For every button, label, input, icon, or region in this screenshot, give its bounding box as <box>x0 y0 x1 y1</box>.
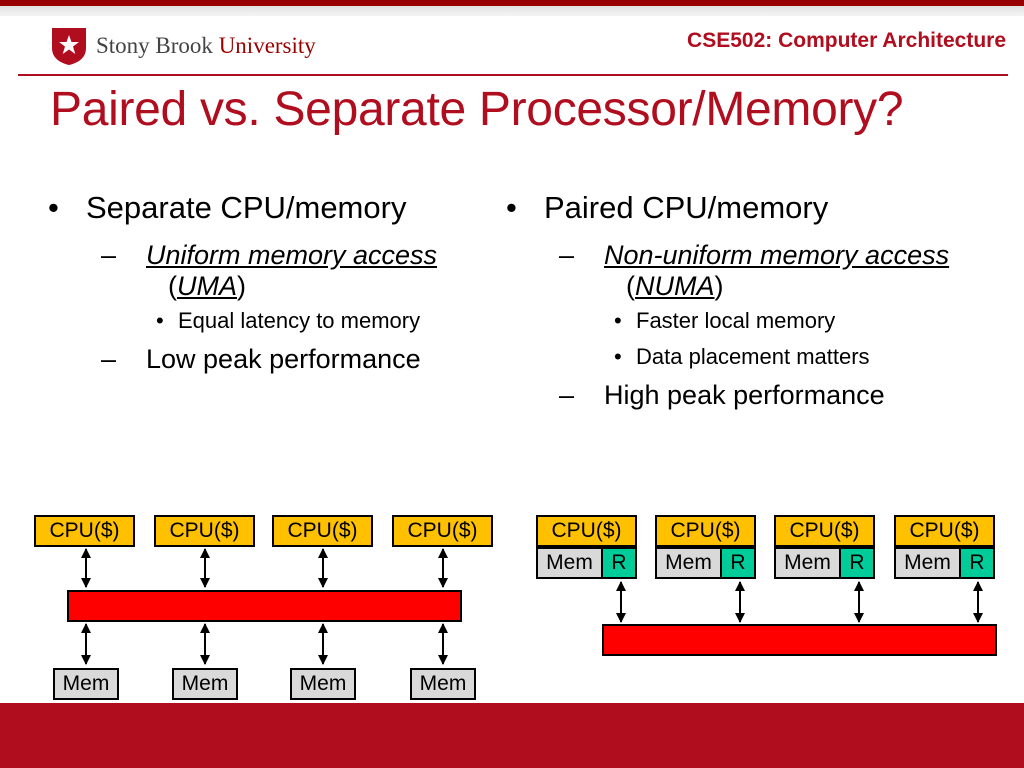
university-seal-icon <box>52 28 86 65</box>
bullet-glyph: • <box>48 190 59 225</box>
bullet-text: Low peak performance <box>146 344 421 374</box>
numa-mem-2: Mem <box>655 547 722 579</box>
sub-sub-bullet-data-placement: • Data placement matters <box>614 344 1006 370</box>
bullet-glyph: • <box>506 190 517 225</box>
sub-bullet-high-peak: – High peak performance <box>559 380 1006 411</box>
uma-mem-3: Mem <box>290 668 356 700</box>
dash-glyph: – <box>101 240 117 270</box>
university-name-part2: University <box>218 33 316 58</box>
numa-interconnect-bus <box>602 624 997 656</box>
uma-cpu-2: CPU($) <box>154 515 255 547</box>
dash-glyph: – <box>559 240 575 270</box>
numa-router-2: R <box>720 547 756 579</box>
uma-shared-bus <box>67 590 462 622</box>
bullet-text: Separate CPU/memory <box>86 190 407 225</box>
bullet-text: Paired CPU/memory <box>544 190 829 225</box>
top-accent-stripe <box>0 0 1024 6</box>
bullet-glyph: • <box>156 308 164 333</box>
numa-cpu-1: CPU($) <box>536 515 637 547</box>
uma-mem-1: Mem <box>53 668 119 700</box>
university-wordmark: Stony Brook University <box>96 33 316 59</box>
bullet-paired-cpu-memory: • Paired CPU/memory <box>506 190 1006 226</box>
sub-sub-bullet-equal-latency: • Equal latency to memory <box>156 308 488 334</box>
bullet-glyph: • <box>614 344 622 369</box>
uma-abbr: UMA <box>177 271 237 301</box>
numa-cpu-3: CPU($) <box>774 515 875 547</box>
bullet-text: Equal latency to memory <box>178 308 421 333</box>
numa-term: Non-uniform memory access <box>604 240 950 270</box>
uma-mem-2: Mem <box>172 668 238 700</box>
dash-glyph: – <box>101 344 117 374</box>
numa-paren-close: ) <box>714 271 724 301</box>
uma-cpu-3: CPU($) <box>272 515 373 547</box>
numa-router-1: R <box>601 547 637 579</box>
bullet-separate-cpu-memory: • Separate CPU/memory <box>48 190 488 226</box>
uma-paren-open: ( <box>168 271 177 301</box>
sub-bullet-uma: – Uniform memory access (UMA) <box>101 240 488 302</box>
numa-mem-3: Mem <box>774 547 841 579</box>
numa-cpu-4: CPU($) <box>894 515 995 547</box>
uma-term: Uniform memory access <box>146 240 438 270</box>
bullet-text: Faster local memory <box>636 308 836 333</box>
uma-cpu-4: CPU($) <box>392 515 493 547</box>
course-label: CSE502: Computer Architecture <box>687 29 1006 52</box>
bullet-text: Data placement matters <box>636 344 870 369</box>
bullet-text: High peak performance <box>604 380 885 410</box>
left-bullet-list: • Separate CPU/memory – Uniform memory a… <box>48 190 488 375</box>
footer-bar <box>0 703 1024 768</box>
numa-cpu-2: CPU($) <box>655 515 756 547</box>
sub-bullet-low-peak: – Low peak performance <box>101 344 488 375</box>
numa-router-3: R <box>839 547 875 579</box>
slide-title: Paired vs. Separate Processor/Memory? <box>50 83 904 136</box>
numa-paren-open: ( <box>626 271 635 301</box>
uma-paren-close: ) <box>237 271 246 301</box>
uma-mem-4: Mem <box>410 668 476 700</box>
sub-bullet-numa: – Non-uniform memory access (NUMA) <box>559 240 1006 302</box>
uma-cpu-1: CPU($) <box>34 515 135 547</box>
numa-mem-4: Mem <box>894 547 961 579</box>
right-bullet-list: • Paired CPU/memory – Non-uniform memory… <box>506 190 1006 411</box>
numa-mem-1: Mem <box>536 547 603 579</box>
sub-sub-bullet-faster-local: • Faster local memory <box>614 308 1006 334</box>
university-name-part1: Stony Brook <box>96 33 213 58</box>
dash-glyph: – <box>559 380 575 410</box>
numa-router-4: R <box>959 547 995 579</box>
bullet-glyph: • <box>614 308 622 333</box>
numa-abbr: NUMA <box>635 271 715 301</box>
header-divider <box>18 74 1008 76</box>
